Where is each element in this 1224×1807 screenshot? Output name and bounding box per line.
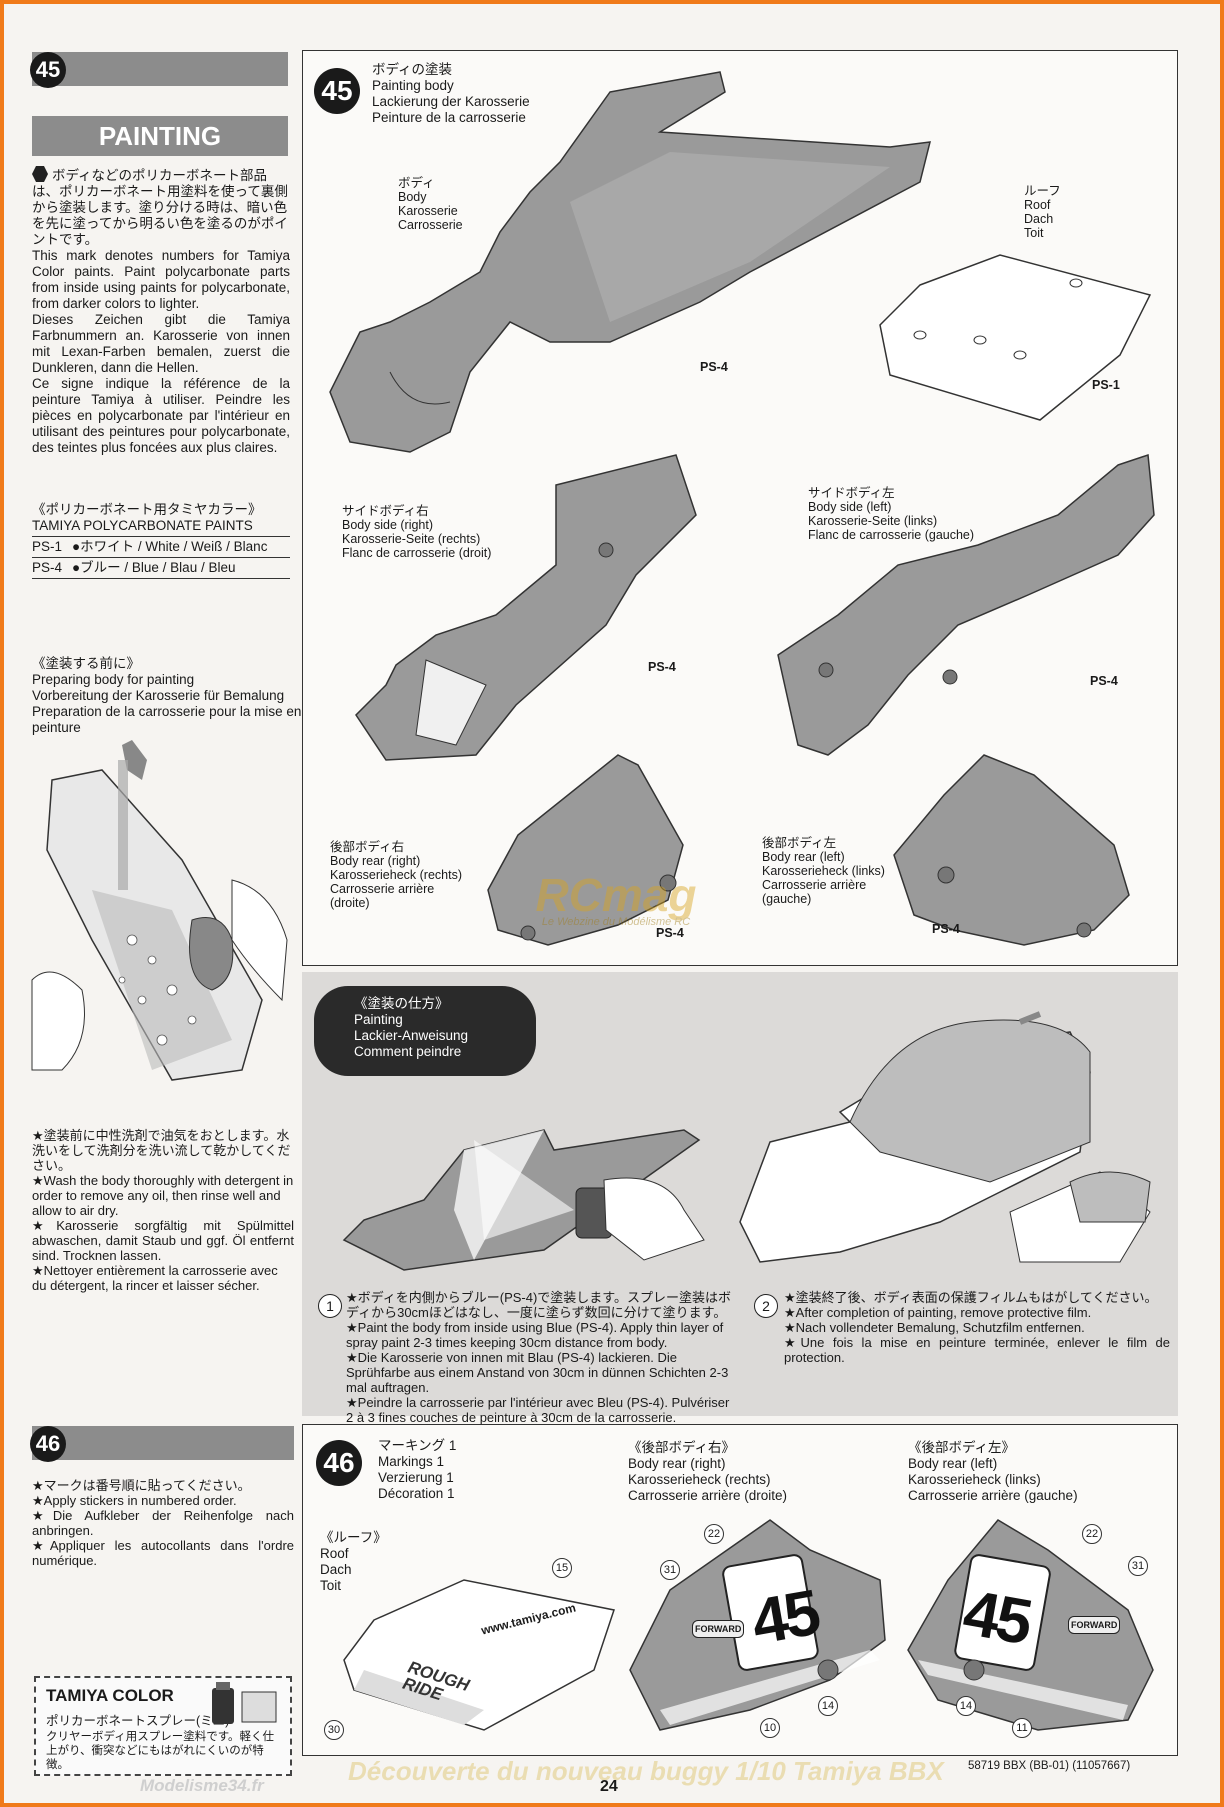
callout-11: 11: [1012, 1718, 1032, 1738]
section-title: PAINTING: [98, 121, 222, 151]
rear-left-decal-illustration: [907, 1519, 1154, 1731]
paint-row: PS-1●ホワイト / White / Weiß / Blanc: [32, 537, 290, 558]
rear-right-part: [487, 754, 684, 946]
tamiya-color-box: TAMIYA COLOR ポリカーボネートスプレー(ミニ) クリヤーボディ用スプ…: [34, 1676, 292, 1776]
paints-title-en: TAMIYA POLYCARBONATE PAINTS: [32, 518, 290, 537]
intro-ja: ボディなどのポリカーボネート部品は、ポリカーボネート用塗料を使って裏側から塗装し…: [32, 166, 288, 247]
callout-22-right: 22: [704, 1524, 724, 1544]
ps4-label-body: PS-4: [700, 360, 728, 374]
howto-title-pill: 《塗装の仕方》 Painting Lackier-Anweisung Comme…: [314, 986, 536, 1076]
callout-22-left: 22: [1082, 1524, 1102, 1544]
race-number-right: 45: [746, 1575, 823, 1659]
step46-header-bar: [32, 1426, 294, 1460]
howto-step2-number: 2: [754, 1294, 778, 1318]
watermark-rcmag: RCmag Le Webzine du Modélisme RC: [535, 869, 697, 928]
ps4-label-side-right: PS-4: [648, 660, 676, 674]
footer-banner: Découverte du nouveau buggy 1/10 Tamiya …: [348, 1756, 944, 1786]
painting-title-bar: PAINTING: [32, 116, 288, 156]
step46-text: ★マークは番号順に貼ってください。 ★Apply stickers in num…: [32, 1478, 294, 1568]
spray-illustration: [342, 1129, 705, 1271]
ps4-label-rear-right: PS-4: [656, 926, 684, 940]
roof-part: [879, 254, 1152, 421]
footer-site: Modelisme34.fr: [140, 1776, 264, 1795]
ps4-label-rear-left: PS-4: [932, 922, 960, 936]
callout-31-left: 31: [1128, 1556, 1148, 1576]
prep-title: 《塗装する前に》 Preparing body for painting Vor…: [32, 656, 302, 735]
main-body-part: [329, 71, 931, 453]
race-number-left: 45: [958, 1575, 1035, 1659]
side-right-part: [355, 454, 697, 761]
wash-illustration: [31, 740, 288, 1081]
paint-hex-icon: [32, 166, 48, 182]
step45-number: 45: [30, 52, 66, 88]
howto-step2-text: ★塗装終了後、ボディ表面の保護フィルムもはがしてください。 ★After com…: [784, 1290, 1170, 1365]
wash-text: ★塗装前に中性洗剤で油気をおとします。水洗いをして洗剤分を洗い流して乾かしてくだ…: [32, 1128, 294, 1293]
callout-30: 30: [324, 1720, 344, 1740]
panel45-title: ボディの塗装 Painting body Lackierung der Karo…: [372, 62, 530, 125]
label-rear-right-46: 《後部ボディ右》Body rear (right)Karosserieheck …: [628, 1440, 788, 1503]
callout-15: 15: [552, 1558, 572, 1578]
howto-step1-text: ★ボディを内側からブルー(PS-4)で塗装します。スプレー塗装はボディから30c…: [346, 1290, 732, 1425]
protective-film-illustration: [739, 1011, 1151, 1263]
step46-number: 46: [30, 1426, 66, 1462]
intro-de: Dieses Zeichen gibt die Tamiya Farbnumme…: [32, 312, 290, 375]
spray-desc: クリヤーボディ用スプレー塗料です。軽く仕上がり、衝突などにもはがれにくいのが特徴…: [46, 1731, 275, 1771]
rear-left-part: [893, 754, 1130, 946]
forward-logo-left: FORWARD: [1068, 1616, 1121, 1634]
intro-en: This mark denotes numbers for Tamiya Col…: [32, 248, 290, 311]
paints-list: 《ポリカーボネート用タミヤカラー》 TAMIYA POLYCARBONATE P…: [32, 502, 290, 579]
callout-14-left: 14: [956, 1696, 976, 1716]
intro-fr: Ce signe indique la référence de la pein…: [32, 376, 290, 455]
callout-31-right: 31: [660, 1560, 680, 1580]
tamiya-color-title: TAMIYA COLOR: [46, 1686, 174, 1705]
spray-name: ポリカーボネートスプレー(ミニ): [46, 1714, 230, 1728]
intro-text: ボディなどのポリカーボネート部品は、ポリカーボネート用塗料を使って裏側から塗装し…: [32, 166, 290, 456]
roof-decal-illustration: [343, 1579, 615, 1731]
forward-logo-right: FORWARD: [692, 1620, 745, 1638]
label-rear-left-46: 《後部ボディ左》Body rear (left)Karosserieheck (…: [908, 1440, 1078, 1503]
page-number: 24: [600, 1778, 618, 1795]
callout-14-right: 14: [818, 1696, 838, 1716]
paint-row: PS-4●ブルー / Blue / Blau / Bleu: [32, 558, 290, 579]
paints-title-ja: 《ポリカーボネート用タミヤカラー》: [32, 502, 262, 517]
panel45-number: 45: [314, 68, 360, 114]
ps1-label-roof: PS-1: [1092, 378, 1120, 392]
panel46-number: 46: [316, 1440, 362, 1486]
ps4-label-side-left: PS-4: [1090, 674, 1118, 688]
callout-10: 10: [760, 1718, 780, 1738]
spray-can-icon: [212, 1682, 277, 1724]
rear-right-decal-illustration: [629, 1519, 886, 1731]
kit-code: 58719 BBX (BB-01) (11057667): [968, 1760, 1131, 1772]
side-left-part: [777, 453, 1155, 756]
step45-header-bar: [32, 52, 288, 86]
howto-step1-number: 1: [318, 1294, 342, 1318]
